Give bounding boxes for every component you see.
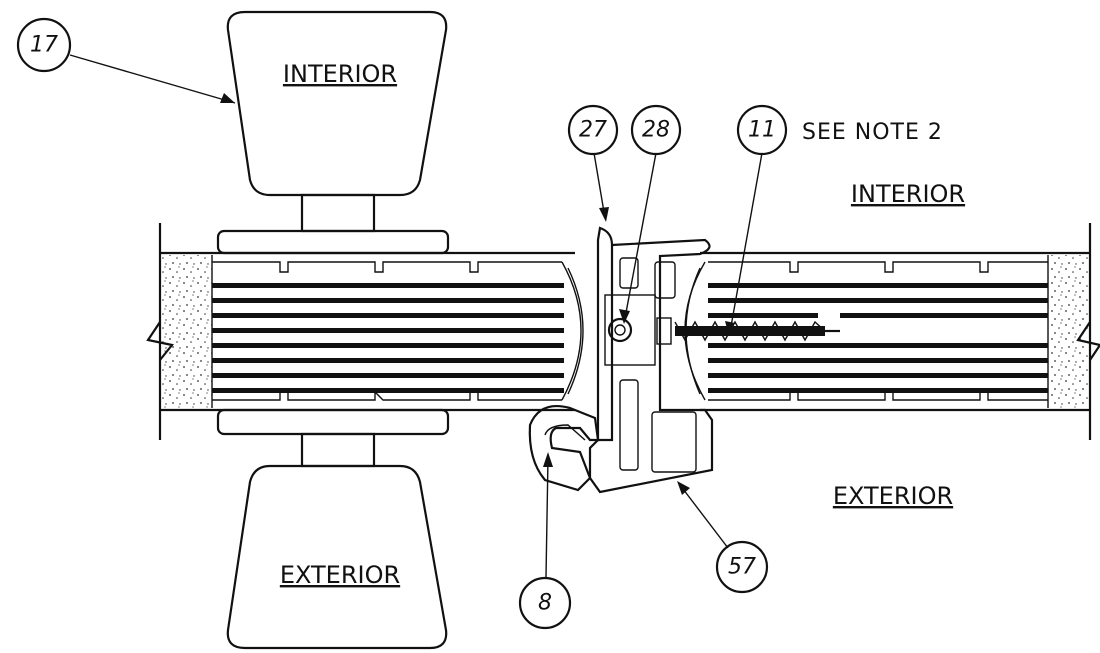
- clamp-top-pad: [226, 10, 448, 197]
- clamp-bottom-pad: [226, 464, 448, 650]
- label-exterior-right: EXTERIOR: [833, 482, 953, 510]
- right-panel-ribs: [708, 261, 1048, 401]
- joint-extrusion: [528, 226, 840, 494]
- clamp-tool: [216, 10, 450, 650]
- right-break-line: [1076, 321, 1100, 361]
- right-wall-panel: [684, 223, 1100, 440]
- callout-57-number: 57: [728, 555, 756, 580]
- left-panel-ribs: [212, 261, 564, 401]
- label-exterior-left: EXTERIOR: [280, 561, 400, 589]
- left-break-line: [146, 321, 174, 361]
- callout-27-number: 27: [579, 118, 607, 143]
- callout-28-number: 28: [642, 118, 670, 143]
- callout-17-number: 17: [30, 33, 58, 58]
- left-panel-edge-seal: [561, 261, 582, 401]
- leader-lines: [69, 54, 763, 578]
- gasket-8: [528, 404, 600, 492]
- right-insulation-fill: [1048, 255, 1088, 408]
- callout-11-number: 11: [748, 118, 776, 143]
- callout-8-number: 8: [538, 591, 552, 616]
- label-interior-left: INTERIOR: [283, 60, 397, 88]
- screw-11: [674, 320, 840, 342]
- callout-27: 27: [567, 104, 619, 156]
- left-insulation-fill: [162, 255, 212, 408]
- callout-17: 17: [16, 17, 72, 73]
- callout-28: 28: [630, 104, 682, 156]
- callout-11: 11: [736, 104, 788, 156]
- callout-57: 57: [715, 540, 769, 594]
- label-interior-right: INTERIOR: [851, 180, 965, 208]
- note-label: SEE NOTE 2: [802, 120, 943, 145]
- screw-head-28: [607, 317, 633, 343]
- left-wall-panel: [146, 223, 584, 440]
- callout-8: 8: [518, 576, 572, 630]
